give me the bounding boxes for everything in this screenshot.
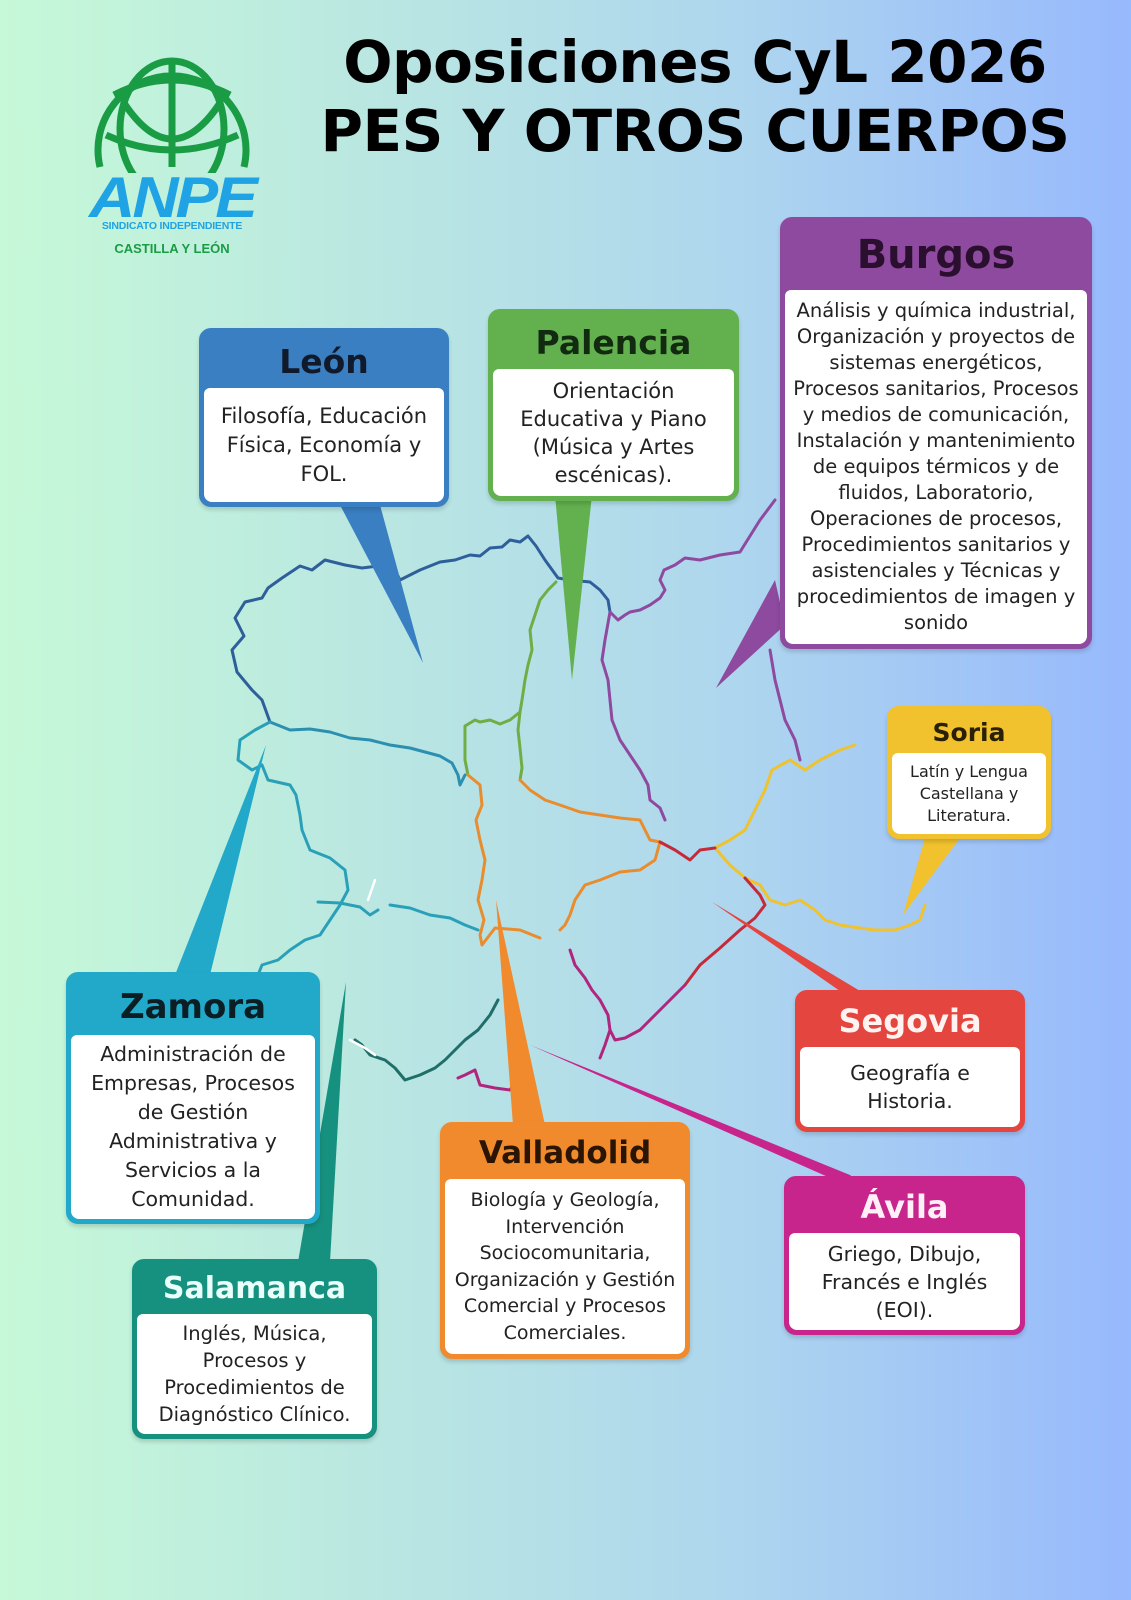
province-card-segovia: Segovia Geografía e Historia. (795, 990, 1025, 1132)
burgos-pointer (716, 580, 785, 688)
segovia-pointer (712, 902, 880, 1003)
province-subjects: Latín y Lengua Castellana y Literatura. (892, 753, 1046, 834)
avila-boundary (456, 948, 687, 1092)
province-subjects: Filosofía, Educación Física, Economía y … (204, 388, 444, 502)
logo-subtitle: SINDICATO INDEPENDIENTE (101, 220, 243, 232)
province-name: Salamanca (162, 1271, 347, 1306)
province-card-valladolid: Valladolid Biología y Geología, Interven… (440, 1122, 690, 1359)
logo-region: CASTILLA Y LEÓN (114, 241, 230, 256)
province-name: Segovia (838, 1002, 982, 1040)
province-card-palencia: Palencia Orientación Educativa y Piano (… (488, 309, 739, 501)
province-subjects: Griego, Dibujo, Francés e Inglés (EOI). (789, 1233, 1020, 1330)
zamora-pointer (175, 745, 266, 975)
province-name: Zamora (119, 987, 267, 1027)
page-title: Oposiciones CyL 2026 PES Y OTROS CUERPOS (310, 32, 1080, 162)
province-name: Valladolid (478, 1135, 652, 1171)
logo-acronym: ANPE (89, 164, 258, 230)
province-subjects: Análisis y química industrial, Organizac… (785, 290, 1087, 644)
province-subjects: Inglés, Música, Procesos y Procedimiento… (137, 1314, 372, 1434)
segovia-boundary (658, 840, 767, 987)
province-name: Burgos (856, 232, 1016, 278)
soria-pointer (903, 838, 960, 915)
province-card-zamora: Zamora Administración de Empresas, Proce… (66, 972, 320, 1224)
province-subjects: Biología y Geología, Intervención Socioc… (445, 1179, 685, 1354)
province-card-burgos: Burgos Análisis y química industrial, Or… (780, 217, 1092, 649)
title-line-1: Oposiciones CyL 2026 (343, 28, 1047, 96)
leon-zamora-boundary (268, 720, 467, 787)
province-name: Soria (932, 718, 1006, 747)
valladolid-pointer (496, 900, 545, 1125)
province-card-soria: Soria Latín y Lengua Castellana y Litera… (887, 706, 1051, 839)
province-name: Palencia (535, 323, 692, 362)
province-card-leon: León Filosofía, Educación Física, Econom… (199, 328, 449, 507)
province-subjects: Orientación Educativa y Piano (Música y … (493, 369, 734, 496)
globe-icon (94, 57, 250, 173)
burgos-boundary (600, 498, 802, 822)
province-subjects: Geografía e Historia. (800, 1047, 1020, 1127)
title-line-2: PES Y OTROS CUERPOS (320, 96, 1070, 165)
anpe-logo: ANPE SINDICATO INDEPENDIENTE CASTILLA Y … (74, 55, 270, 260)
valladolid-boundary (466, 773, 662, 947)
province-card-avila: Ávila Griego, Dibujo, Francés e Inglés (… (784, 1176, 1025, 1335)
leon-boundary (230, 534, 612, 724)
province-name: León (279, 342, 369, 381)
province-card-salamanca: Salamanca Inglés, Música, Procesos y Pro… (132, 1259, 377, 1439)
palencia-pointer (555, 495, 592, 680)
zamora-boundary (236, 720, 480, 977)
palencia-boundary (463, 580, 558, 782)
province-name: Ávila (860, 1188, 949, 1226)
province-subjects: Administración de Empresas, Procesos de … (71, 1035, 315, 1219)
leon-pointer (340, 505, 423, 663)
